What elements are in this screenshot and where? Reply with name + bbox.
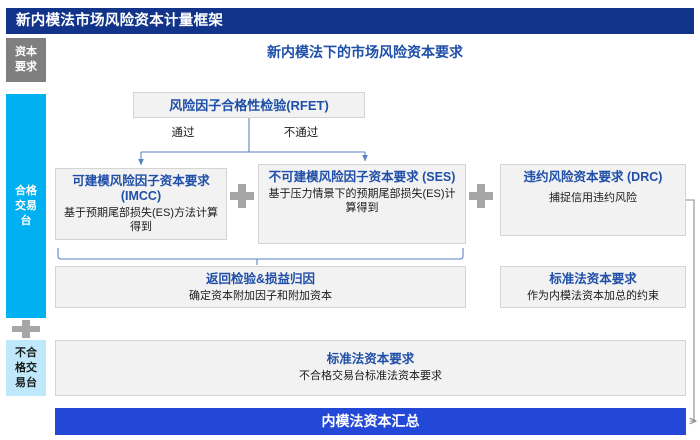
node-rfet-title: 风险因子合格性检验(RFET): [169, 98, 329, 113]
plus-icon-ses-drc: [469, 184, 493, 208]
node-standard-constraint-subtitle: 作为内模法资本加总的约束: [527, 290, 659, 302]
rail-capital-line-2: 要求: [15, 61, 37, 73]
plus-icon-rail: [12, 320, 40, 338]
node-imcc[interactable]: 可建模风险因子资本要求(IMCC) 基于预期尾部损失(ES)方法计算得到: [55, 168, 227, 240]
node-ses-subtitle: 基于压力情景下的预期尾部损失(ES)计算得到: [268, 188, 456, 214]
rail-eligible-line-3: 台: [20, 214, 32, 227]
rail-ineligible-line-2: 格交: [15, 361, 37, 374]
rail-capital-requirement: 资本 要求: [6, 38, 46, 82]
rail-eligible-line-2: 交易: [15, 199, 37, 212]
rail-eligible-line-1: 合格: [15, 184, 37, 197]
page-title: 新内模法市场风险资本计量框架: [6, 8, 694, 34]
node-ses-title: 不可建模风险因子资本要求 (SES): [268, 170, 456, 184]
diagram-subtitle: 新内模法下的市场风险资本要求: [267, 44, 463, 60]
node-standard-ineligible[interactable]: 标准法资本要求 不合格交易台标准法资本要求: [55, 340, 686, 396]
rail-eligible-desk: 合格 交易 台: [6, 94, 46, 318]
node-backtest[interactable]: 返回检验&损益归因 确定资本附加因子和附加资本: [55, 266, 466, 308]
rail-capital-line-1: 资本: [15, 46, 37, 58]
node-imcc-subtitle: 基于预期尾部损失(ES)方法计算得到: [64, 207, 218, 233]
edge-label-fail: 不通过: [283, 127, 319, 139]
rail-capital-label: 资本 要求: [13, 45, 39, 75]
rail-ineligible-line-1: 不合: [15, 346, 37, 359]
node-drc-subtitle: 捕捉信用违约风险: [549, 192, 637, 204]
node-backtest-title: 返回检验&损益归因: [205, 272, 316, 286]
plus-icon-imcc-ses: [230, 184, 254, 208]
node-standard-ineligible-subtitle: 不合格交易台标准法资本要求: [299, 370, 442, 382]
node-rfet[interactable]: 风险因子合格性检验(RFET): [133, 92, 365, 118]
node-summary[interactable]: 内模法资本汇总: [55, 408, 686, 435]
node-imcc-title: 可建模风险因子资本要求(IMCC): [72, 174, 210, 203]
node-standard-ineligible-title: 标准法资本要求: [326, 352, 415, 366]
edge-label-pass: 通过: [171, 127, 195, 139]
node-standard-constraint[interactable]: 标准法资本要求 作为内模法资本加总的约束: [500, 266, 686, 308]
node-ses[interactable]: 不可建模风险因子资本要求 (SES) 基于压力情景下的预期尾部损失(ES)计算得…: [258, 164, 466, 244]
rail-ineligible-label: 不合 格交 易台: [13, 346, 39, 391]
node-backtest-subtitle: 确定资本附加因子和附加资本: [189, 290, 332, 302]
rail-ineligible-desk: 不合 格交 易台: [6, 340, 46, 396]
node-drc[interactable]: 违约风险资本要求 (DRC) 捕捉信用违约风险: [500, 164, 686, 236]
node-standard-constraint-title: 标准法资本要求: [549, 272, 637, 286]
rail-ineligible-line-3: 易台: [15, 376, 37, 389]
node-drc-title: 违约风险资本要求 (DRC): [523, 170, 663, 184]
rail-eligible-label: 合格 交易 台: [13, 184, 39, 229]
